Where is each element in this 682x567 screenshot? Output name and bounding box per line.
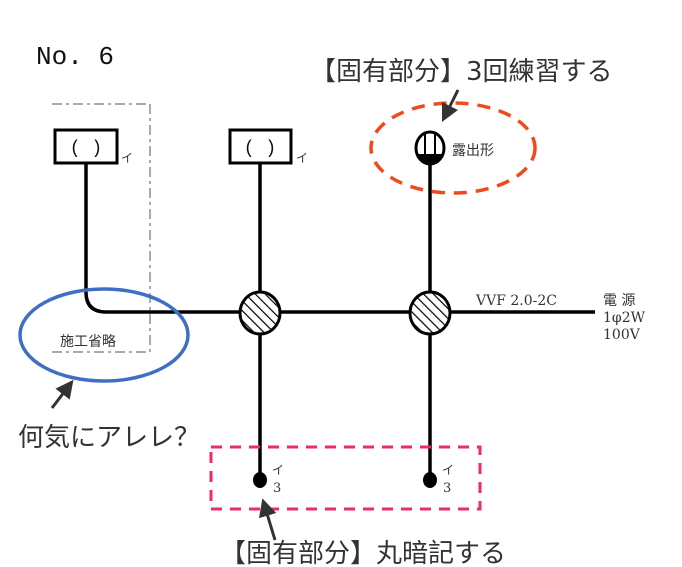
switch-1-icon [253,472,267,488]
cable-label: VVF 2.0-2C [475,293,557,309]
outlet-symbol: ( ) [70,139,102,159]
outlet-2: ( ) [228,128,293,165]
pink-highlight-rect [209,445,482,511]
outlet-symbol: ( ) [244,139,276,159]
arrow-icon [50,379,74,409]
switch-2-number: 3 [443,481,451,496]
blue-highlight-ellipse [18,287,190,383]
annotation-top: 【固有部分】3回練習する [310,57,613,87]
power-phase-label: 1φ2W [603,310,646,326]
switch-1-mark: イ [272,463,284,477]
omitted-label: 施工省略 [60,334,116,350]
junction-box-2 [408,290,452,336]
outlet-mark: イ [296,151,308,165]
red-highlight-ellipse [369,101,537,195]
arrow-icon [258,498,277,541]
power-label: 電 源 [603,293,635,309]
lamp-receptacle-icon [414,130,446,166]
lamp-label: 露出形 [452,143,494,159]
switch-1-number: 3 [273,481,281,496]
junction-box-1 [238,290,282,336]
power-voltage-label: 100V [603,327,641,343]
outlet-1: ( ) [53,128,119,165]
outlet-mark: イ [121,151,133,165]
omitted-area-frame [52,103,151,353]
annotation-bottom: 【固有部分】丸暗記する [220,539,506,567]
diagram-number: No. 6 [36,42,114,72]
switch-2-mark: イ [442,463,454,477]
arrow-icon [441,89,460,123]
annotation-left: 何気にアレレ？ [18,423,200,453]
switch-2-icon [423,472,437,488]
